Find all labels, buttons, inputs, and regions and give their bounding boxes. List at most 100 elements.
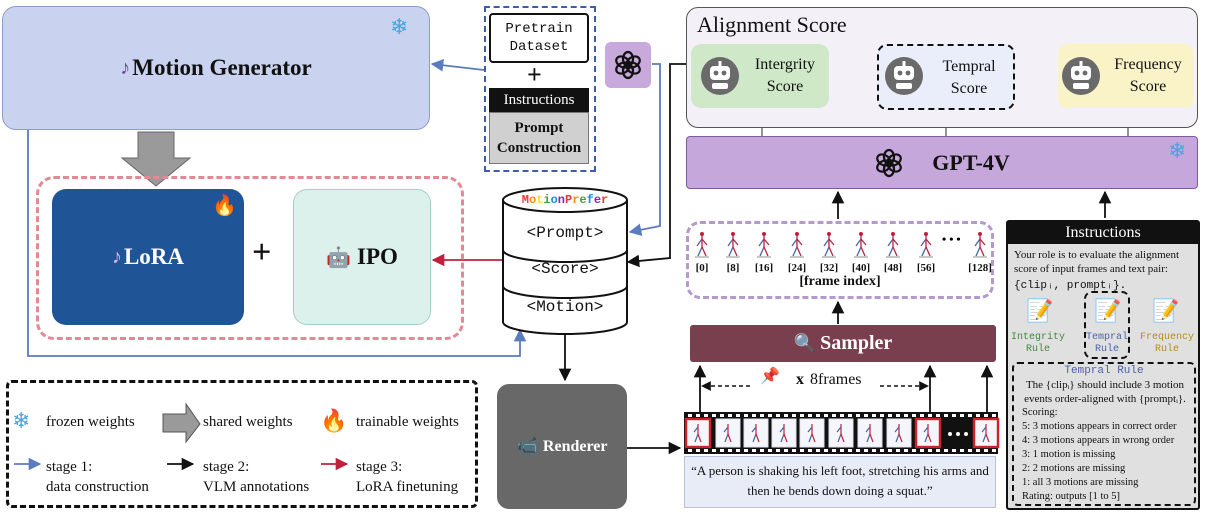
film-hole — [984, 449, 988, 452]
motion-generator-label: Motion Generator — [132, 55, 312, 80]
film-figure — [780, 433, 785, 443]
film-hole — [864, 414, 868, 417]
stick-figure-part — [697, 246, 703, 257]
film-hole — [976, 449, 980, 452]
film-hole — [928, 449, 932, 452]
scoring-item: 2: 2 motions are missing — [1022, 463, 1126, 474]
database-cylinder — [502, 187, 628, 335]
film-hole — [952, 449, 956, 452]
film-hole — [960, 449, 964, 452]
film-hole — [912, 449, 916, 452]
frame-index-label: [56] — [916, 262, 936, 274]
instructions-panel-header: Instructions — [1008, 222, 1198, 244]
temporal-rule-line2: Rule — [1094, 344, 1119, 355]
film-hole — [832, 414, 836, 417]
stick-figure-part — [728, 246, 734, 257]
film-hole — [704, 449, 708, 452]
film-figure — [898, 433, 903, 443]
stick-figure-part — [891, 232, 895, 236]
film-hole — [720, 414, 724, 417]
database-row-score: <Score> — [531, 260, 599, 278]
stick-figure — [854, 232, 868, 258]
film-hole — [752, 414, 756, 417]
integrity-rule-line2: Rule — [1025, 344, 1050, 355]
film-hole — [904, 414, 908, 417]
film-figure — [894, 426, 900, 433]
stick-figure-part — [727, 238, 734, 247]
film-ellipsis-dot — [964, 432, 968, 436]
memo-icon: 📝 — [1094, 298, 1122, 323]
film-hole — [832, 449, 836, 452]
temporal-rule-highlight — [1084, 291, 1130, 359]
film-figure — [869, 433, 874, 443]
robot-face-icon — [1062, 57, 1100, 95]
frequency-rule-label: Frequency Rule — [1136, 332, 1198, 356]
stick-figure-part — [860, 246, 866, 257]
renderer-label: Renderer — [542, 437, 608, 455]
database-title-letter: r — [572, 193, 580, 207]
film-hole — [760, 449, 764, 452]
frequency-score-label: Frequency Score — [1104, 54, 1192, 98]
film-figure — [779, 426, 785, 433]
scoring-item: 1: all 3 motions are missing — [1022, 477, 1139, 488]
film-hole — [712, 414, 716, 417]
openai-logo-icon — [876, 148, 903, 177]
legend — [6, 380, 478, 508]
temporal-score-line2: Score — [950, 80, 988, 97]
legend-stage3: stage 3: LoRA finetuning — [356, 457, 458, 497]
film-hole — [792, 449, 796, 452]
stick-figure — [822, 232, 836, 258]
film-hole — [968, 449, 972, 452]
arrow-pretrain-to-generator — [430, 59, 485, 72]
robot-icon — [885, 56, 923, 96]
database-title-letter: o — [550, 193, 558, 207]
ipo-box: 🤖 IPO — [293, 189, 431, 325]
snowflake-icon: ❄ — [12, 408, 31, 433]
film-hole — [696, 449, 700, 452]
film-hole — [768, 449, 772, 452]
film-hole — [816, 449, 820, 452]
camera-icon: 📹 — [516, 436, 539, 456]
scoring-label: Scoring: — [1022, 407, 1058, 418]
pushpin-icon: 📌 — [760, 368, 780, 385]
film-hole — [728, 449, 732, 452]
film-hole — [776, 449, 780, 452]
film-hole — [920, 414, 924, 417]
film-hole — [960, 414, 964, 417]
film-hole — [848, 449, 852, 452]
legend-stage3-line1: stage 3: — [356, 459, 403, 475]
sampler-label: Sampler — [820, 332, 893, 354]
arrow-generator-to-database — [27, 130, 527, 357]
stick-figure-part — [892, 238, 899, 246]
film-figure — [982, 433, 987, 443]
legend-stage2-line2: VLM annotations — [203, 479, 310, 495]
snowflake-icon: ❄ — [390, 14, 409, 39]
instructions-panel — [1006, 220, 1200, 510]
legend-shared-label: shared weights — [203, 414, 293, 430]
integrity-score-box: Intergrity Score — [691, 44, 829, 108]
stick-figure-part — [763, 238, 770, 246]
film-figure — [724, 433, 729, 443]
film-hole — [688, 414, 692, 417]
film-hole — [800, 414, 804, 417]
film-hole — [744, 449, 748, 452]
stick-figure-part — [762, 232, 766, 236]
film-figure — [727, 433, 732, 443]
film-figure — [752, 433, 757, 443]
film-figure — [693, 426, 699, 433]
frequency-score-line2: Score — [1129, 78, 1167, 95]
database-title: MotionPrefer — [506, 193, 624, 207]
film-hole — [824, 414, 828, 417]
stick-figure-part — [827, 232, 831, 236]
database-title-letter: f — [586, 193, 594, 207]
database-row-prompt: <Prompt> — [526, 224, 604, 242]
temporal-rule-line1: Tempral — [1085, 332, 1128, 343]
stick-figure-part — [859, 232, 863, 236]
stick-figure-part — [856, 246, 862, 257]
film-hole — [968, 414, 972, 417]
stick-figure-part — [732, 238, 739, 246]
film-figure — [840, 433, 845, 443]
film-hole — [912, 414, 916, 417]
integrity-rule-label: Integrity Rule — [1010, 332, 1066, 356]
stick-figure-part — [758, 238, 765, 247]
